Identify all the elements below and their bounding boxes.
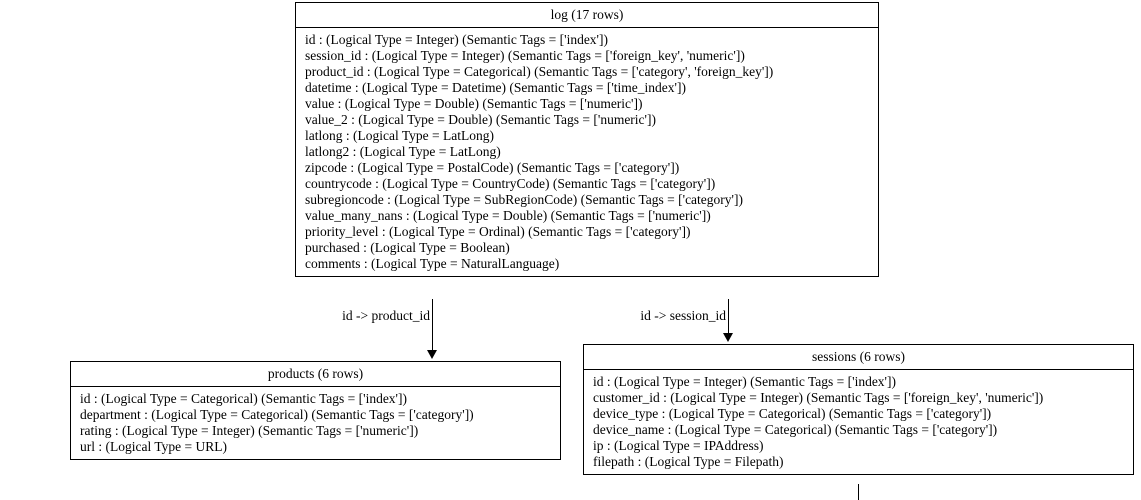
entity-field-row: session_id : (Logical Type = Integer) (S… bbox=[305, 48, 745, 63]
entity-field-row: id : (Logical Type = Integer) (Semantic … bbox=[305, 32, 608, 47]
edge-label-log-to-products: id -> product_id bbox=[342, 308, 430, 323]
entity-field-row: countrycode : (Logical Type = CountryCod… bbox=[305, 176, 716, 191]
entity-field-list-log: id : (Logical Type = Integer) (Semantic … bbox=[296, 28, 878, 276]
entity-field-row: department : (Logical Type = Categorical… bbox=[80, 407, 474, 422]
entity-field-row: priority_level : (Logical Type = Ordinal… bbox=[305, 224, 691, 239]
entity-field-row: device_name : (Logical Type = Categorica… bbox=[593, 422, 998, 437]
edge-sessions-outgoing-line bbox=[858, 484, 859, 500]
entity-field-row: url : (Logical Type = URL) bbox=[80, 439, 228, 454]
entity-field-row: value_many_nans : (Logical Type = Double… bbox=[305, 208, 711, 223]
entity-field-row: purchased : (Logical Type = Boolean) bbox=[305, 240, 510, 255]
entity-field-row: latlong : (Logical Type = LatLong) bbox=[305, 128, 494, 143]
entity-field-row: value_2 : (Logical Type = Double) (Seman… bbox=[305, 112, 656, 127]
entity-title-log: log (17 rows) bbox=[296, 3, 878, 28]
entity-field-row: zipcode : (Logical Type = PostalCode) (S… bbox=[305, 160, 680, 175]
entity-field-row: product_id : (Logical Type = Categorical… bbox=[305, 64, 774, 79]
edge-log-to-sessions-line bbox=[728, 299, 729, 335]
entity-field-row: rating : (Logical Type = Integer) (Seman… bbox=[80, 423, 419, 438]
entity-field-row: comments : (Logical Type = NaturalLangua… bbox=[305, 256, 560, 271]
entity-field-row: datetime : (Logical Type = Datetime) (Se… bbox=[305, 80, 686, 95]
entity-field-row: filepath : (Logical Type = Filepath) bbox=[593, 454, 784, 469]
entity-field-row: subregioncode : (Logical Type = SubRegio… bbox=[305, 192, 743, 207]
entity-field-row: ip : (Logical Type = IPAddress) bbox=[593, 438, 764, 453]
entity-field-row: latlong2 : (Logical Type = LatLong) bbox=[305, 144, 501, 159]
entity-title-products: products (6 rows) bbox=[71, 362, 560, 387]
entity-title-sessions: sessions (6 rows) bbox=[584, 345, 1133, 370]
entity-field-row: id : (Logical Type = Integer) (Semantic … bbox=[593, 374, 896, 389]
entity-table-log[interactable]: log (17 rows) id : (Logical Type = Integ… bbox=[295, 2, 879, 277]
entity-field-list-products: id : (Logical Type = Categorical) (Seman… bbox=[71, 387, 560, 459]
entity-table-products[interactable]: products (6 rows) id : (Logical Type = C… bbox=[70, 361, 561, 460]
entity-field-row: customer_id : (Logical Type = Integer) (… bbox=[593, 390, 1044, 405]
entity-field-list-sessions: id : (Logical Type = Integer) (Semantic … bbox=[584, 370, 1133, 474]
edge-log-to-products-arrowhead-icon bbox=[427, 350, 437, 359]
entity-field-row: id : (Logical Type = Categorical) (Seman… bbox=[80, 391, 407, 406]
edge-log-to-sessions-arrowhead-icon bbox=[723, 333, 733, 342]
edge-label-log-to-sessions: id -> session_id bbox=[640, 308, 726, 323]
entity-field-row: value : (Logical Type = Double) (Semanti… bbox=[305, 96, 643, 111]
edge-log-to-products-line bbox=[432, 299, 433, 352]
entity-field-row: device_type : (Logical Type = Categorica… bbox=[593, 406, 992, 421]
entity-table-sessions[interactable]: sessions (6 rows) id : (Logical Type = I… bbox=[583, 344, 1134, 475]
